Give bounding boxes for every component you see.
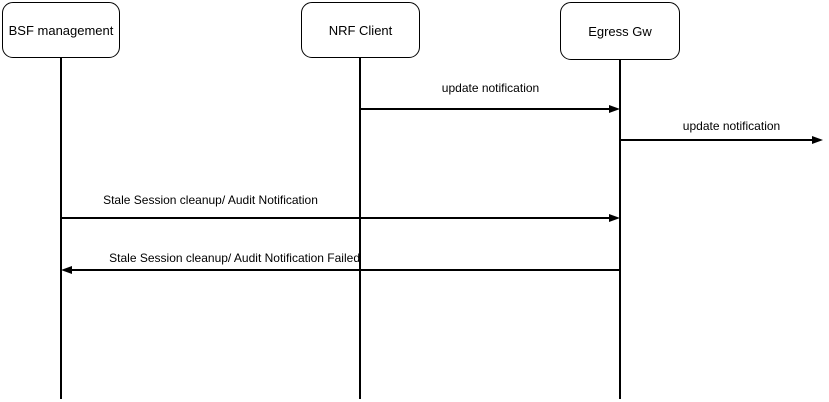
actor-box-bsf-management: BSF management (2, 2, 120, 58)
message-line-stale-session-cleanup (61, 217, 609, 219)
actor-label-nrf-client: NRF Client (328, 22, 393, 38)
message-line-update-notification-2 (620, 139, 812, 141)
arrowhead-right-icon (812, 136, 823, 144)
message-line-stale-session-cleanup-failed (72, 269, 620, 271)
actor-box-egress-gw: Egress Gw (560, 2, 680, 60)
actor-label-bsf-management: BSF management (8, 22, 114, 38)
arrowhead-left-icon (61, 266, 72, 274)
actor-label-egress-gw: Egress Gw (588, 23, 652, 39)
arrowhead-right-icon (609, 105, 620, 113)
message-label-stale-session-cleanup-failed: Stale Session cleanup/ Audit Notificatio… (109, 251, 360, 265)
lifeline-egress-gw (619, 60, 621, 399)
lifeline-bsf-management (60, 58, 62, 399)
message-label-update-notification-2: update notification (682, 119, 781, 133)
arrowhead-right-icon (609, 214, 620, 222)
message-label-update-notification-1: update notification (441, 81, 540, 95)
message-label-stale-session-cleanup: Stale Session cleanup/ Audit Notificatio… (103, 193, 318, 207)
actor-box-nrf-client: NRF Client (301, 2, 420, 58)
lifeline-nrf-client (359, 58, 361, 399)
message-line-update-notification-1 (361, 108, 609, 110)
